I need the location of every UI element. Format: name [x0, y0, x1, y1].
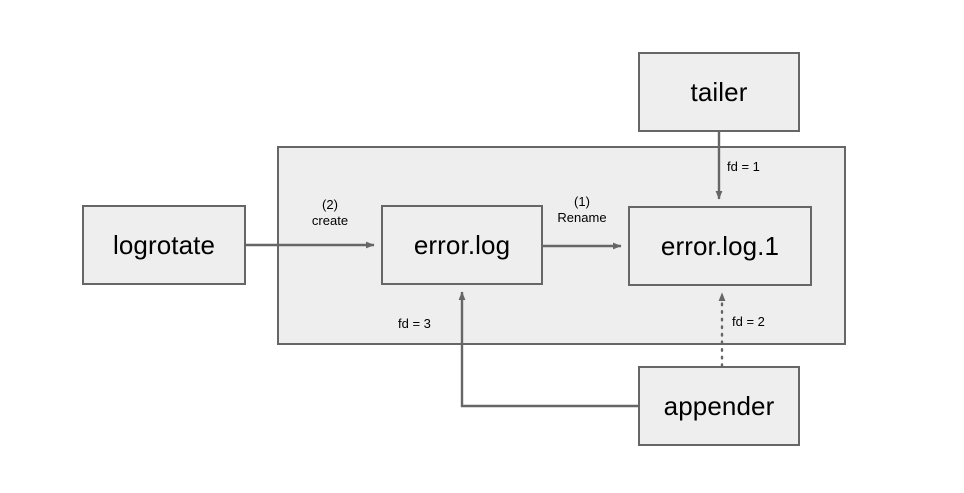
node-logrotate[interactable]: logrotate	[82, 205, 246, 285]
node-appender[interactable]: appender	[638, 366, 800, 446]
node-tailer-label: tailer	[690, 77, 748, 107]
node-error-log-1[interactable]: error.log.1	[628, 206, 812, 286]
edge-label-fd1-text: fd = 1	[727, 159, 760, 174]
edge-label-fd2: fd = 2	[732, 314, 792, 329]
edge-label-fd1: fd = 1	[727, 159, 787, 174]
node-error-log[interactable]: error.log	[381, 205, 543, 285]
edge-label-rename-action: Rename	[557, 210, 607, 225]
edge-label-create-action: create	[311, 213, 349, 228]
node-error-log-1-label: error.log.1	[660, 231, 780, 261]
edge-label-fd3: fd = 3	[398, 316, 458, 331]
edge-label-create-step: (2)	[322, 197, 338, 212]
edge-label-rename: (1) Rename	[532, 194, 632, 226]
edge-label-create: (2) create	[280, 197, 380, 229]
node-appender-label: appender	[663, 391, 775, 421]
edge-label-rename-step: (1)	[574, 194, 590, 209]
node-logrotate-label: logrotate	[112, 230, 216, 260]
edge-label-fd2-text: fd = 2	[732, 314, 765, 329]
node-error-log-label: error.log	[413, 230, 511, 260]
edge-appender-fd3-line	[458, 291, 638, 408]
node-tailer[interactable]: tailer	[638, 52, 800, 132]
edge-label-fd3-text: fd = 3	[398, 316, 431, 331]
